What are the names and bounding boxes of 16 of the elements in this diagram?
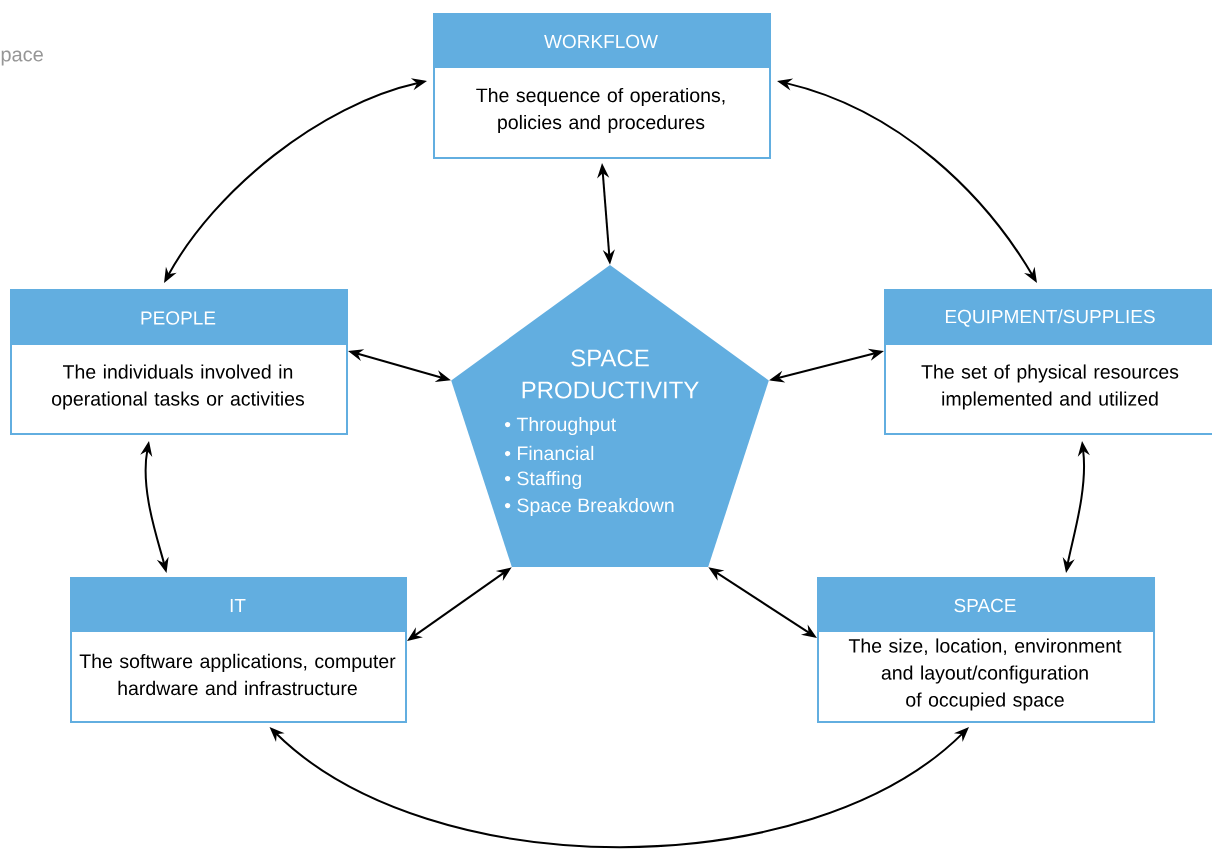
cropped-text: pace xyxy=(1,50,43,66)
bullet-item: • Throughput xyxy=(505,416,616,436)
bullet-item: • Staffing xyxy=(505,470,581,490)
box-title: SPACE xyxy=(954,598,1016,613)
bullet-item: • Financial xyxy=(505,445,594,461)
box-description: The individuals involved in operational tasks or activities xyxy=(52,364,305,410)
box-title: IT xyxy=(230,599,246,613)
box-title: WORKFLOW xyxy=(544,34,658,49)
box-description: The size, location, environment and layout/configuration of occupied space xyxy=(848,638,1122,711)
bullet-item: • Space Breakdown xyxy=(505,497,674,517)
box-title: EQUIPMENT/SUPPLIES xyxy=(946,309,1155,327)
pentagon-title: SPACE PRODUCTIVITY xyxy=(522,349,699,399)
box-description: The sequence of operations, policies and procedures xyxy=(476,87,725,134)
box-description: The set of physical resources implemented and utilized xyxy=(921,364,1179,410)
box-description: The software applications, computer hardware and infrastructure xyxy=(79,653,396,696)
box-title: PEOPLE xyxy=(141,311,216,325)
